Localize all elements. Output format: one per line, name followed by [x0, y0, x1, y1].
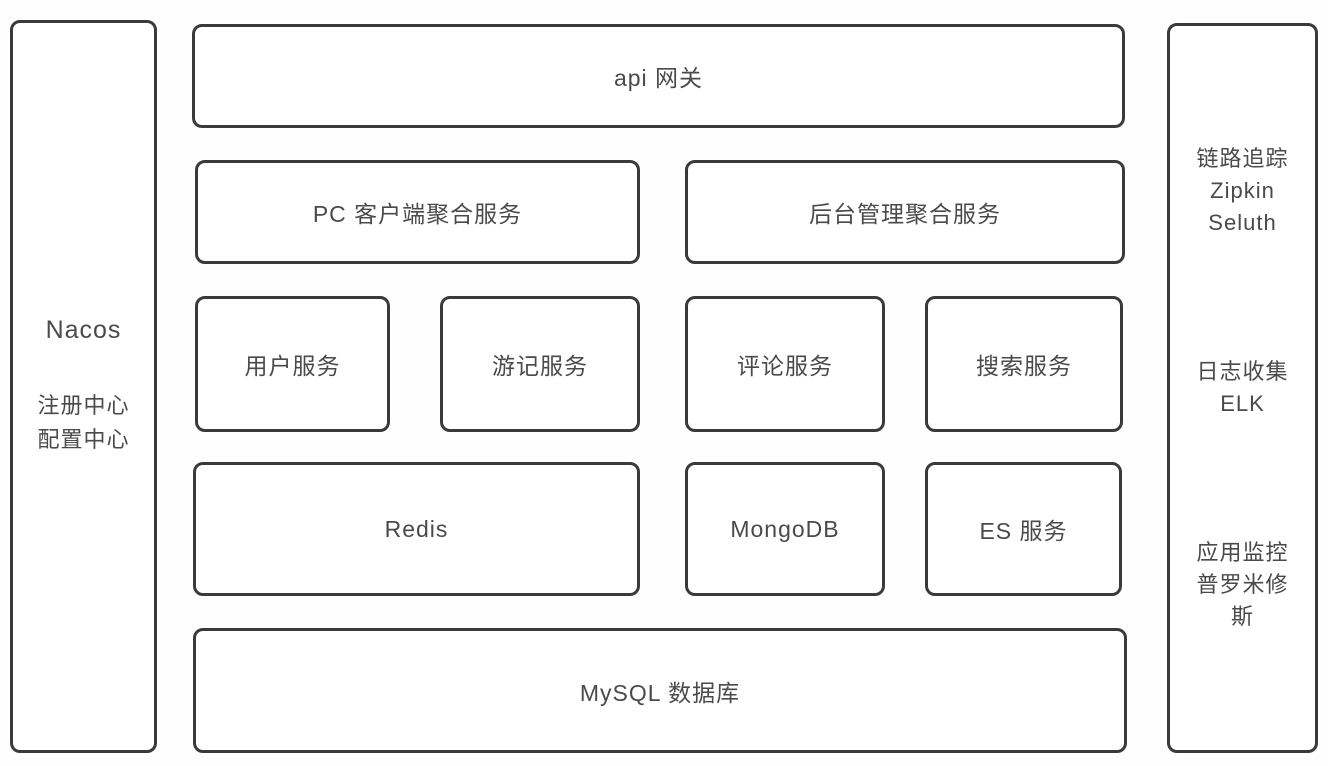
mysql-database-label: MySQL 数据库 [579, 679, 741, 706]
comment-service-label: 评论服务 [737, 353, 833, 379]
pc-client-aggregation-service-label: PC 客户端聚合服务 [312, 201, 523, 227]
user-service-box: 用户服务 [195, 296, 390, 432]
link-tracing-group: 链路追踪 Zipkin Seluth [1196, 143, 1288, 239]
app-monitoring-group: 应用监控 普罗米修斯 [1188, 537, 1297, 633]
comment-service-box: 评论服务 [685, 296, 885, 432]
elk-label: ELK [1220, 391, 1265, 416]
app-monitoring-label: 应用监控 [1196, 540, 1289, 565]
nacos-registry-center-label: 注册中心 [37, 393, 130, 418]
redis-label: Redis [384, 515, 449, 542]
pc-client-aggregation-service-box: PC 客户端聚合服务 [195, 160, 640, 264]
search-service-box: 搜索服务 [925, 296, 1123, 432]
zipkin-label: Zipkin [1210, 178, 1275, 203]
link-tracing-label: 链路追踪 [1196, 146, 1289, 171]
admin-aggregation-service-box: 后台管理聚合服务 [685, 160, 1125, 264]
log-collection-label: 日志收集 [1196, 359, 1289, 384]
prometheus-label: 普罗米修斯 [1196, 572, 1289, 629]
api-gateway-label: api 网关 [613, 65, 704, 91]
es-service-box: ES 服务 [925, 462, 1122, 596]
api-gateway-box: api 网关 [192, 24, 1125, 128]
ops-panel: 链路追踪 Zipkin Seluth 日志收集 ELK 应用监控 普罗米修斯 [1167, 23, 1318, 753]
nacos-panel: Nacos 注册中心 配置中心 [10, 20, 157, 753]
admin-aggregation-service-label: 后台管理聚合服务 [809, 201, 1001, 227]
user-service-label: 用户服务 [244, 353, 341, 379]
seluth-label: Seluth [1208, 210, 1277, 235]
travel-notes-service-box: 游记服务 [440, 296, 640, 432]
search-service-label: 搜索服务 [976, 353, 1072, 379]
mysql-database-box: MySQL 数据库 [193, 628, 1127, 753]
mongodb-label: MongoDB [730, 515, 840, 542]
redis-box: Redis [193, 462, 640, 596]
nacos-config-center-label: 配置中心 [37, 427, 130, 452]
es-service-label: ES 服务 [979, 518, 1068, 544]
log-collection-group: 日志收集 ELK [1196, 356, 1288, 420]
mongodb-box: MongoDB [685, 462, 885, 596]
travel-notes-service-label: 游记服务 [492, 353, 588, 379]
nacos-title: Nacos [45, 316, 122, 344]
